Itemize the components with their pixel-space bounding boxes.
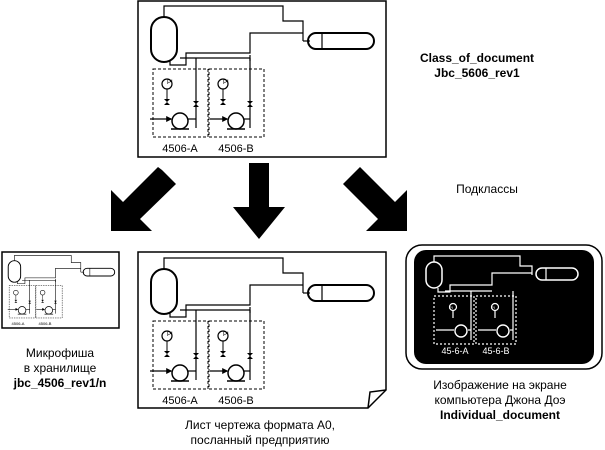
class-name-line1: Class_of_document <box>420 51 534 65</box>
pump-b-label: 4506-B <box>218 395 253 407</box>
pi-label: PI <box>491 305 495 310</box>
pi-label: PI <box>223 332 229 338</box>
paper-sheet-caption-line1: Лист чертежа формата А0, <box>185 418 335 432</box>
microfiche: 4506-A 4506-B <box>1 251 120 329</box>
screen-schematic <box>425 255 579 345</box>
computer-screen: PI PI 45-6-A 45-6-B <box>405 244 603 370</box>
microfiche-caption-line2: в хранилище <box>24 361 97 375</box>
arrow-to-paper-sheet <box>233 163 285 239</box>
pump-b-label: 4506-B <box>218 143 253 155</box>
screen-caption-line1: Изображение на экране <box>433 378 567 392</box>
paper-sheet: PI PI 4506-A 4506-B <box>137 251 387 409</box>
pi-label: PI <box>449 305 453 310</box>
pi-label: PI <box>223 80 229 86</box>
arrow-to-microfiche <box>111 167 176 231</box>
screen-caption-line3: Individual_document <box>440 408 560 422</box>
class-document-frame <box>137 0 387 158</box>
subclasses-label: Подклассы <box>456 182 518 196</box>
pi-label: PI <box>167 80 173 86</box>
arrow-to-screen <box>343 167 407 231</box>
microfiche-caption-line3: jbc_4506_rev1/n <box>13 376 107 390</box>
screen-display <box>414 250 594 364</box>
pump-b-label: 4506-B <box>39 321 52 326</box>
pump-a-label: 45-6-A <box>441 346 468 356</box>
pump-a-label: 4506-A <box>162 395 198 407</box>
microfiche-caption-line1: Микрофиша <box>26 346 95 360</box>
pump-a-label: 4506-A <box>12 321 25 326</box>
paper-sheet-caption-line2: посланный предприятию <box>191 433 330 447</box>
class-name-line2: Jbc_5606_rev1 <box>434 66 520 80</box>
pi-label: PI <box>167 332 173 338</box>
pump-b-label: 45-6-B <box>482 346 509 356</box>
pump-a-label: 4506-A <box>162 143 198 155</box>
microfiche-frame <box>1 251 120 329</box>
class-document: PI PI 4506-A 4506-B <box>137 0 387 158</box>
paper-sheet-curl <box>367 389 387 409</box>
screen-caption-line2: компьютера Джона Доэ <box>434 393 565 407</box>
